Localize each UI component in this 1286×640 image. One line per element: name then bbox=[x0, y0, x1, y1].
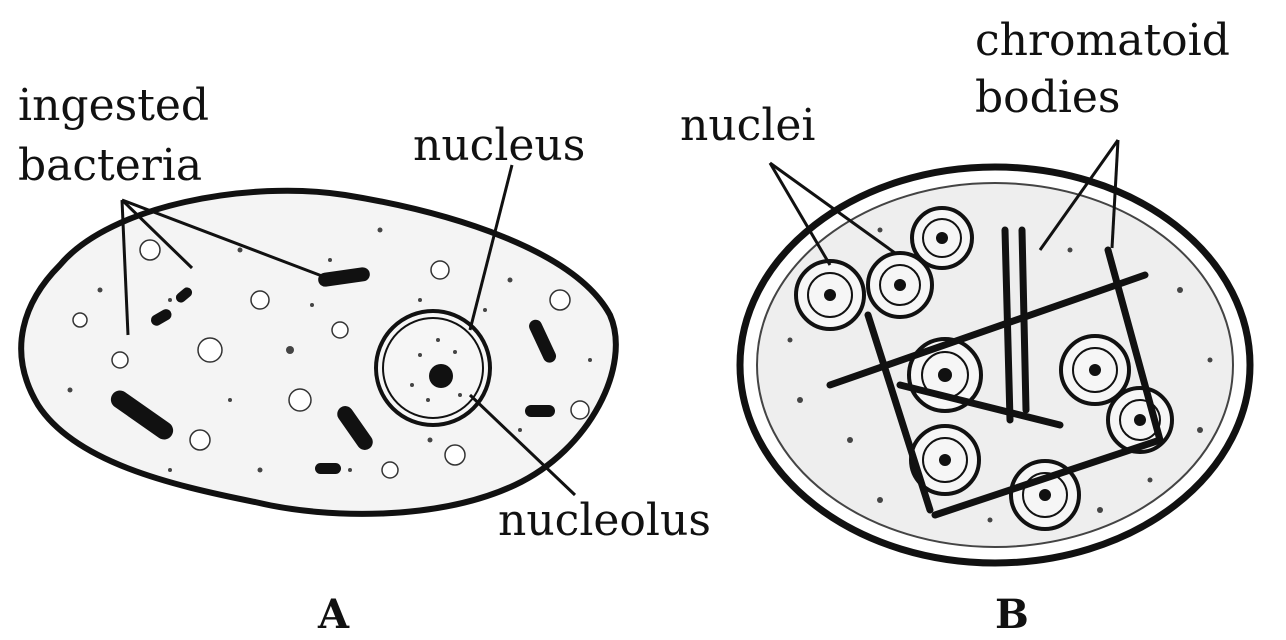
label-nucleolus: nucleolus bbox=[498, 495, 711, 546]
label-bacteria: bacteria bbox=[18, 140, 202, 191]
label-nuclei: nuclei bbox=[680, 100, 816, 151]
panel-a-trophozoite: ingested bacteria nucleus nucleolus A bbox=[18, 80, 711, 638]
label-nucleus: nucleus bbox=[413, 120, 585, 171]
panel-a-label: A bbox=[317, 591, 350, 638]
panel-b-cyst: nuclei chromatoid bodies B bbox=[680, 15, 1250, 638]
cyst-nucleus bbox=[796, 261, 864, 329]
nucleolus bbox=[429, 364, 453, 388]
label-bodies: bodies bbox=[975, 72, 1121, 123]
cyst-nucleus bbox=[912, 208, 972, 268]
panel-b-label: B bbox=[995, 591, 1029, 638]
nucleus bbox=[376, 311, 490, 425]
label-ingested: ingested bbox=[18, 80, 209, 131]
label-chromatoid: chromatoid bbox=[975, 15, 1230, 66]
